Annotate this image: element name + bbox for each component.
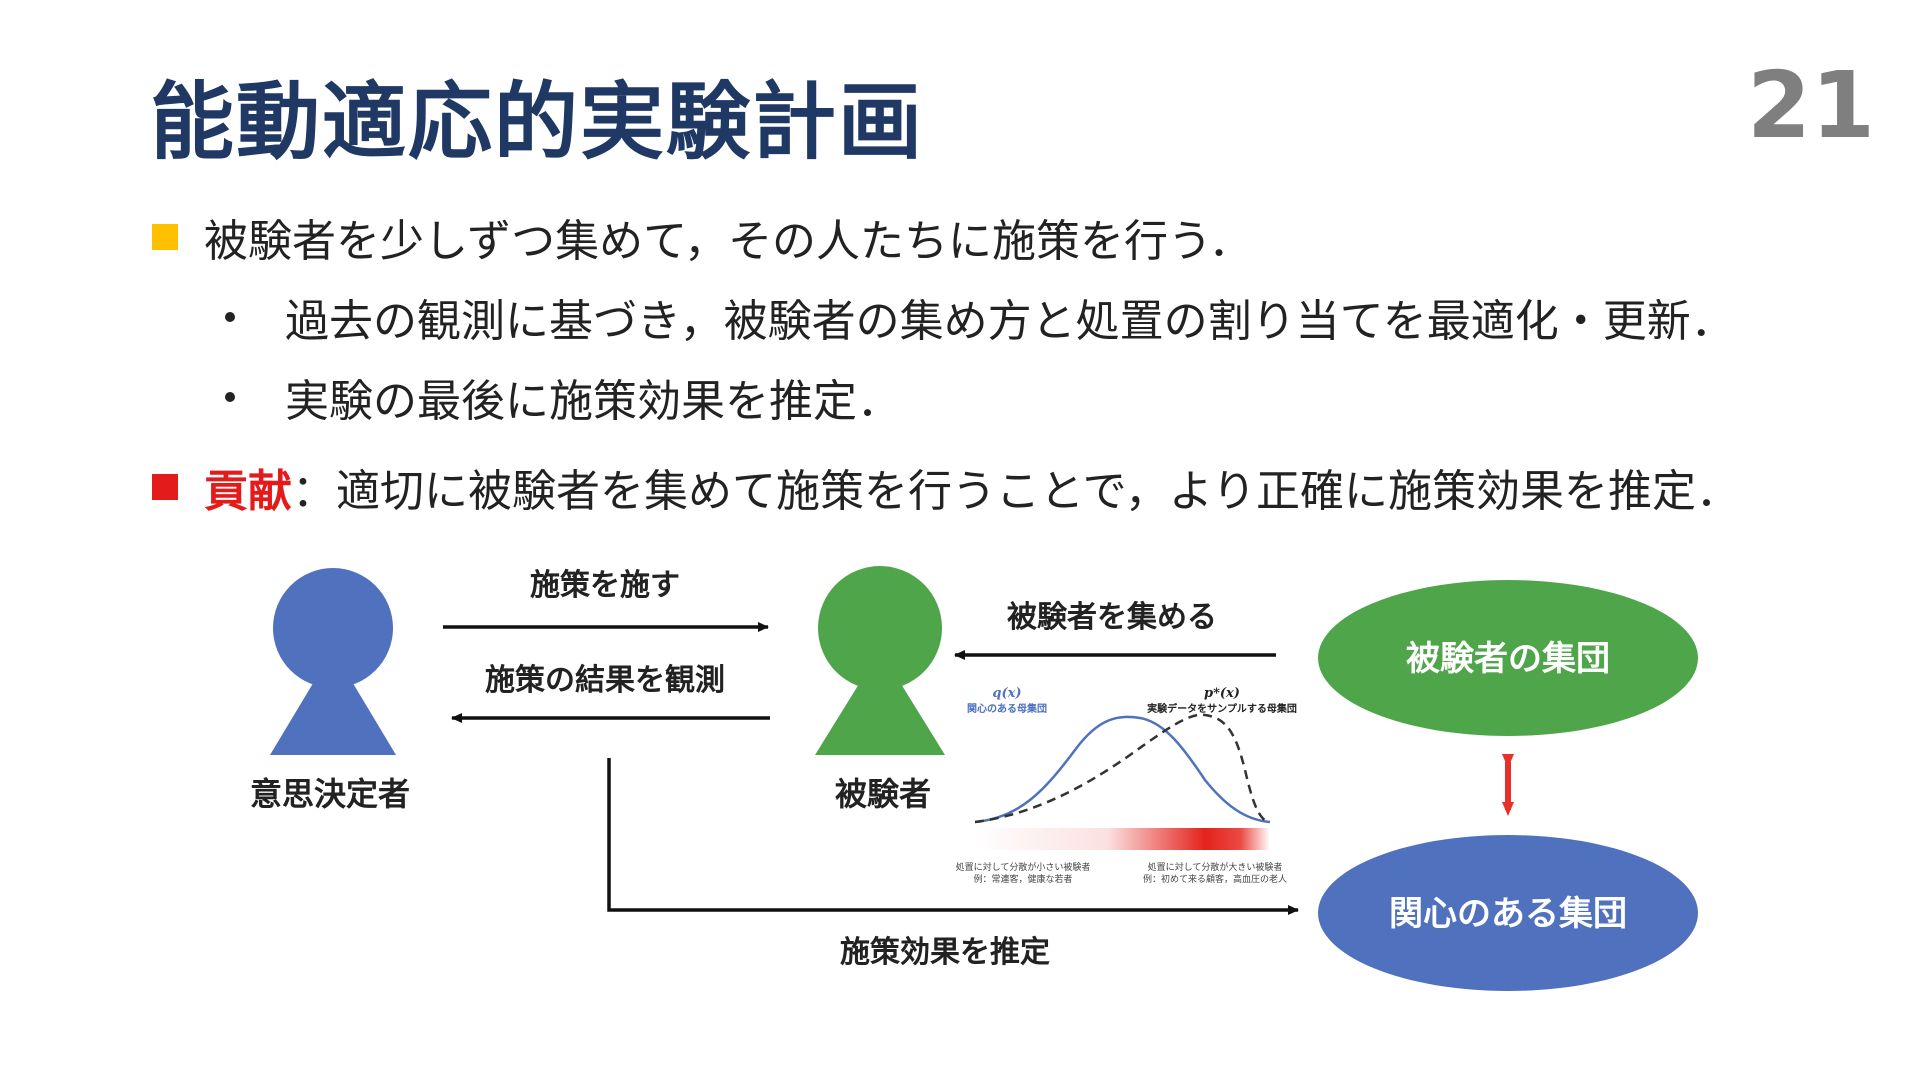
decision-maker-label: 意思決定者 (250, 775, 410, 813)
q-caption: 関心のある母集団 (967, 702, 1047, 715)
distribution-inset: q(x) 関心のある母集団 p*(x) 実験データをサンプルする母集団 処置に対… (956, 686, 1297, 885)
subject-head (818, 566, 942, 690)
arrow-apply-label: 施策を施す (530, 568, 680, 603)
subject-pool-label: 被験者の集団 (1406, 639, 1610, 679)
page-number: 21 (1746, 52, 1875, 159)
sub-bullet-2: 実験の最後に施策効果を推定． (225, 365, 901, 429)
q-symbol: q(x) (992, 686, 1021, 701)
subject-figure (815, 566, 945, 755)
estimate-effect-arrow (607, 758, 1299, 915)
left-caption-1: 処置に対して分散が小さい被験者 (956, 861, 1091, 873)
sub-bullet-2-text: 実験の最後に施策効果を推定． (285, 376, 901, 427)
square-bullet-icon (152, 474, 178, 500)
p-density-curve (974, 713, 1269, 824)
interest-pool-label: 関心のある集団 (1389, 894, 1627, 934)
contribution-text: ：適切に被験者を集めて施策を行うことで，より正確に施策効果を推定． (292, 466, 1741, 517)
arrow-observe-label: 施策の結果を観測 (485, 663, 725, 698)
q-density-curve (974, 715, 1271, 824)
subject-pool-ellipse (1318, 580, 1698, 736)
subject-label: 被験者 (835, 775, 931, 813)
right-caption-1: 処置に対して分散が大きい被験者 (1148, 861, 1283, 873)
dot-bullet-icon (225, 312, 235, 322)
left-caption-2: 例：常連客，健康な若者 (973, 873, 1072, 885)
decision-maker-body (270, 650, 396, 755)
sub-bullet-1-text: 過去の観測に基づき，被験者の集め方と処置の割り当てを最適化・更新． (285, 296, 1735, 347)
square-bullet-icon (152, 224, 178, 250)
decision-maker-head (273, 568, 393, 688)
sub-bullet-1: 過去の観測に基づき，被験者の集め方と処置の割り当てを最適化・更新． (225, 285, 1735, 349)
subject-body (815, 650, 945, 755)
dot-bullet-icon (225, 392, 235, 402)
p-caption: 実験データをサンプルする母集団 (1147, 702, 1297, 715)
interest-pool-ellipse (1318, 835, 1698, 991)
arrow-collect-label: 被験者を集める (1007, 600, 1217, 635)
slide-title: 能動適応的実験計画 (150, 73, 925, 171)
contribution-bullet: 貢献 ：適切に被験者を集めて施策を行うことで，より正確に施策効果を推定． (152, 455, 1740, 519)
p-symbol: p*(x) (1204, 686, 1240, 701)
bullet-1-text: 被験者を少しずつ集めて，その人たちに施策を行う． (204, 216, 1253, 267)
right-caption-2: 例：初めて来る顧客，高血圧の老人 (1143, 873, 1287, 885)
arrow-estimate-label: 施策効果を推定 (840, 935, 1050, 970)
decision-maker-figure (270, 568, 396, 755)
contribution-highlight: 貢献 (204, 466, 292, 517)
variance-heat-bar (975, 828, 1270, 850)
bullet-1: 被験者を少しずつ集めて，その人たちに施策を行う． (152, 205, 1253, 269)
